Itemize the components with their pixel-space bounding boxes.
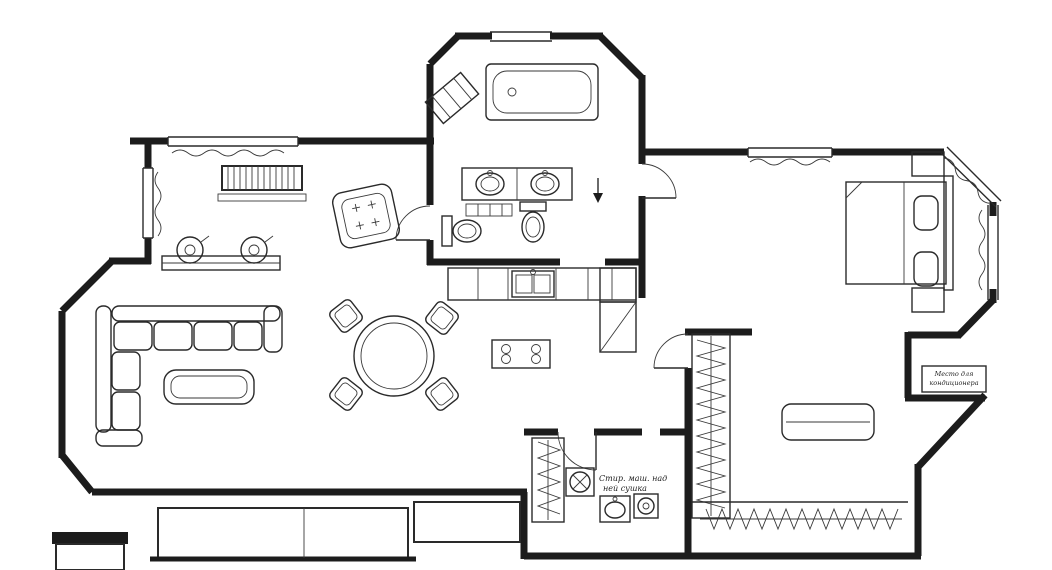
ac-label-line2: кондиционера [929,379,978,387]
double-washbasin [461,167,573,201]
armchair [331,183,401,249]
double-bed [845,175,954,291]
corner-sofa [95,305,283,447]
washer-label-line1: Стир. маш. над [599,474,667,483]
coffee-table [163,369,255,405]
door-swings [395,163,689,471]
wardrobe-rail [691,333,731,519]
piano [217,165,307,202]
curtain-top-right-icon [749,158,831,166]
ac-label-line1: Место для [934,370,974,378]
window-frames [142,31,1002,300]
walls [58,32,997,560]
curtain-corner-icon [943,157,990,204]
ac-spot: Место для кондиционера [921,365,987,393]
water-heater [633,493,659,519]
balcony-left-block [52,532,128,570]
curtain-right-icon [978,209,986,291]
vase-1 [176,235,210,264]
washer-label-line2: ней сушка [603,484,647,493]
closet-rail [692,501,908,531]
balcony-center [150,507,416,562]
vase-2 [240,235,274,264]
dining-table [353,315,435,397]
dining-chair-1 [329,299,363,333]
dining-chair-2 [425,301,459,335]
bidet [519,201,547,243]
kitchen-counter [447,267,637,301]
toilet [441,215,482,247]
nightstand-1 [911,151,945,177]
kitchen-corner-cabinet [599,267,637,353]
washing-machine [565,467,595,497]
curtain-left-icon [154,171,162,237]
bench [781,403,875,441]
nightstand-2 [911,287,945,313]
shower-cabin [424,71,480,125]
laundry-shelving [531,437,565,523]
console-table [161,255,281,271]
cooktop-island [491,339,551,369]
curtain-top-left-icon [171,149,285,157]
bathroom-shelf [465,203,513,217]
dining-chair-4 [425,377,459,411]
entry-arrow-icon [593,178,603,203]
dining-chair-3 [329,377,363,411]
balcony-right [413,501,521,543]
bathtub [485,63,599,121]
wash-basin [599,495,631,523]
